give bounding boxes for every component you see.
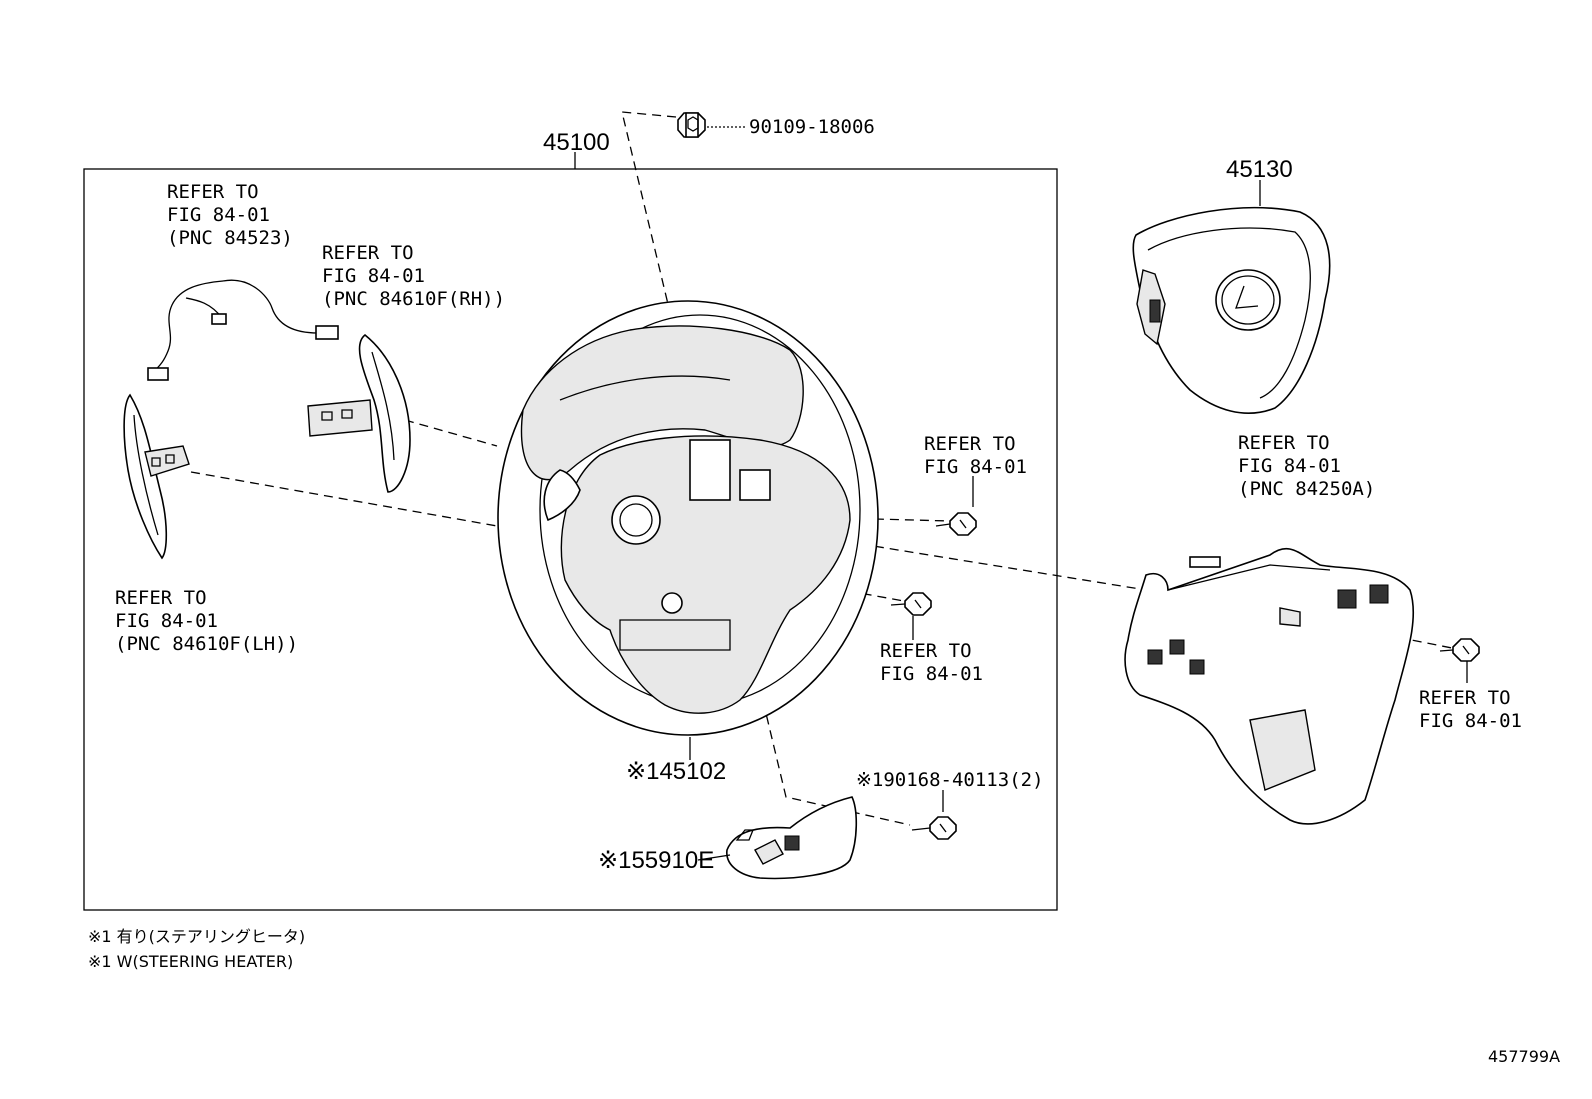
frame-part-number[interactable]: 45100 bbox=[543, 129, 610, 156]
lower-cover-icon[interactable] bbox=[726, 796, 858, 880]
ref-paddle-rh-line-1: REFER TO bbox=[322, 242, 414, 264]
ref-switch-line-3: (PNC 84250A) bbox=[1238, 478, 1375, 500]
wire-harness-icon[interactable] bbox=[147, 279, 339, 381]
ref-screw-upper-line-1: REFER TO bbox=[924, 433, 1016, 455]
cover-screw-part-number[interactable]: ※190168-40113(2) bbox=[856, 769, 1044, 791]
diagram-id: 457799A bbox=[1488, 1047, 1560, 1066]
ref-switch-line-2: FIG 84-01 bbox=[1238, 455, 1341, 477]
ref-screw-right-line-2: FIG 84-01 bbox=[1419, 710, 1522, 732]
ref-paddle-rh-line-2: FIG 84-01 bbox=[322, 265, 425, 287]
ref-wire-line-2: FIG 84-01 bbox=[167, 204, 270, 226]
ref-paddle-lh-line-1: REFER TO bbox=[115, 587, 207, 609]
ref-wire-line-3: (PNC 84523) bbox=[167, 227, 293, 249]
cover-screw-icon[interactable] bbox=[911, 816, 957, 840]
steering-wheel-icon[interactable] bbox=[497, 300, 879, 736]
bolt-top-part-number[interactable]: 90109-18006 bbox=[749, 116, 875, 138]
airbag-part-number[interactable]: 45130 bbox=[1226, 156, 1293, 183]
paddle-shifter-lh-icon[interactable] bbox=[123, 393, 190, 560]
lower-cover-part-number[interactable]: ※155910E bbox=[598, 847, 714, 874]
ref-wire-line-1: REFER TO bbox=[167, 181, 259, 203]
lower-cover-leader bbox=[697, 854, 731, 861]
wheel-part-number[interactable]: ※145102 bbox=[626, 758, 726, 785]
screw-right-icon[interactable] bbox=[1439, 638, 1480, 662]
ref-paddle-lh-line-3: (PNC 84610F(LH)) bbox=[115, 633, 298, 655]
steering-switch-icon[interactable] bbox=[1124, 547, 1415, 825]
footnote-jp: ※1 有り(ステアリングヒータ) bbox=[88, 927, 305, 946]
footnote-en: ※1 W(STEERING HEATER) bbox=[88, 952, 293, 971]
screw-mid-icon[interactable] bbox=[890, 592, 932, 616]
airbag-icon[interactable] bbox=[1132, 206, 1331, 414]
bolt-top-icon[interactable] bbox=[677, 112, 706, 138]
ref-screw-upper-line-2: FIG 84-01 bbox=[924, 456, 1027, 478]
ref-paddle-rh-line-3: (PNC 84610F(RH)) bbox=[322, 288, 505, 310]
ref-paddle-lh-line-2: FIG 84-01 bbox=[115, 610, 218, 632]
ref-screw-mid-line-1: REFER TO bbox=[880, 640, 972, 662]
screw-upper-icon[interactable] bbox=[935, 512, 977, 536]
ref-switch-line-1: REFER TO bbox=[1238, 432, 1330, 454]
ref-screw-mid-line-2: FIG 84-01 bbox=[880, 663, 983, 685]
assembly-frame bbox=[83, 168, 1058, 911]
ref-screw-right-line-1: REFER TO bbox=[1419, 687, 1511, 709]
paddle-shifter-rh-icon[interactable] bbox=[307, 333, 411, 493]
